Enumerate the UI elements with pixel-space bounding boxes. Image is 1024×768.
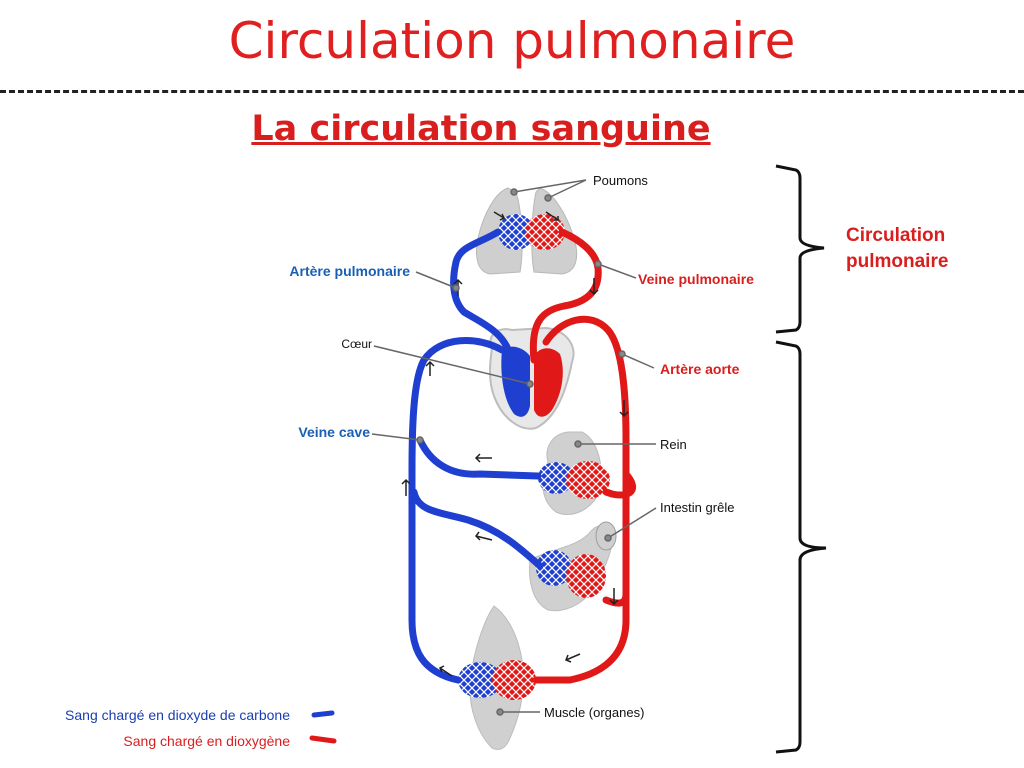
arrow [474, 453, 492, 463]
heart-left-side [534, 348, 563, 417]
red-vessels [529, 228, 636, 684]
brace-systemic [775, 340, 827, 754]
lung-capillaries-red [525, 214, 565, 250]
label-rein: Rein [660, 437, 687, 452]
legend-o2-text: Sang chargé en dioxygène [123, 733, 290, 749]
veine-pulmonaire-vessel [529, 228, 602, 364]
page-subtitle: La circulation sanguine [251, 109, 711, 149]
label-muscle: Muscle (organes) [544, 705, 644, 720]
intestine-capillaries-blue [536, 550, 572, 586]
page-title: Circulation pulmonaire [228, 12, 796, 70]
label-intestin: Intestin grêle [660, 500, 734, 515]
intestine-capillaries-red [566, 554, 606, 598]
muscle-capillaries-red [492, 660, 536, 700]
legend-red-swatch [309, 735, 337, 744]
artere-aorte-kidney [602, 470, 636, 499]
label-coeur: Cœur [341, 337, 372, 351]
veine-cave-main [408, 337, 506, 684]
artere-pulmonaire-vessel [450, 228, 514, 360]
legend-co2-text: Sang chargé en dioxyde de carbone [65, 707, 290, 723]
arrow [425, 360, 435, 376]
artere-aorte-intestine [602, 590, 630, 607]
label-artere-pulmonaire: Artère pulmonaire [289, 263, 410, 279]
arrow [401, 478, 411, 496]
arrow [475, 531, 493, 541]
veine-cave-intestine [410, 488, 544, 570]
lung-capillaries-blue [498, 214, 534, 250]
kidney [538, 431, 610, 515]
arrow [609, 588, 619, 606]
arrow [493, 211, 506, 221]
blue-vessels [408, 228, 544, 684]
legend-blue-swatch [311, 710, 335, 718]
brace-pulmonary [775, 164, 825, 334]
muscle [458, 605, 536, 751]
arrow [438, 665, 453, 677]
heart-right-side [501, 346, 530, 417]
arrow [589, 278, 599, 296]
arrow [565, 653, 581, 663]
artere-aorte-main [532, 315, 630, 684]
leader-lines [371, 179, 657, 716]
dashed-divider [0, 90, 1024, 93]
muscle-capillaries-blue [458, 662, 502, 698]
label-veine-cave: Veine cave [298, 424, 370, 440]
kidney-capillaries-blue [538, 462, 574, 494]
label-veine-pulmonaire: Veine pulmonaire [638, 271, 754, 287]
veine-cave-kidney [416, 436, 542, 480]
kidney-capillaries-red [566, 461, 610, 499]
label-artere-aorte: Artère aorte [660, 361, 740, 377]
arrow [619, 400, 629, 418]
label-poumons: Poumons [593, 173, 648, 188]
legend-swatches [309, 710, 337, 744]
arrow [545, 211, 559, 221]
label-circulation-pulmonaire-brace: Circulation pulmonaire [846, 225, 949, 272]
